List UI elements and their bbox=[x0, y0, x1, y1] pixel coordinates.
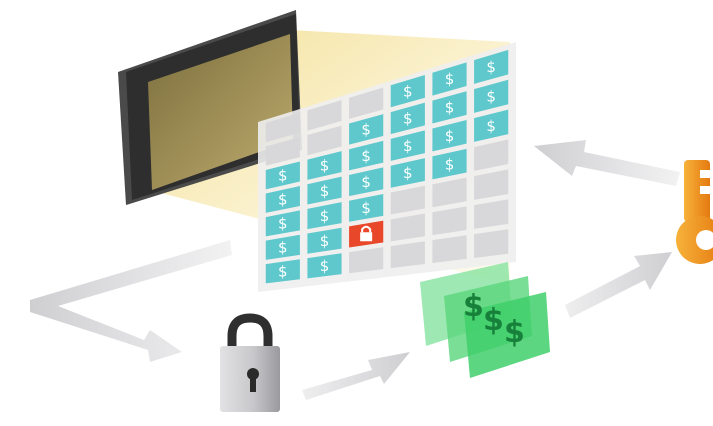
padlock-icon bbox=[220, 313, 280, 412]
money-symbol: $ bbox=[483, 303, 504, 338]
dollar-symbol: $ bbox=[278, 167, 288, 185]
dollar-symbol: $ bbox=[403, 137, 413, 155]
grid-cell-empty bbox=[265, 112, 300, 143]
dollar-symbol: $ bbox=[361, 199, 371, 217]
dollar-symbol: $ bbox=[486, 88, 496, 106]
dollar-symbol: $ bbox=[486, 58, 496, 76]
grid-cell-dollar bbox=[265, 185, 300, 213]
grid-cell-dollar bbox=[265, 259, 300, 284]
dollar-symbol: $ bbox=[403, 164, 413, 182]
key-icon bbox=[676, 160, 713, 264]
money-icon: $ $ $ bbox=[420, 262, 550, 378]
grid-cell-empty bbox=[474, 229, 509, 258]
dollar-symbol: $ bbox=[445, 99, 455, 117]
money-symbol: $ bbox=[504, 315, 525, 350]
grid-cell-dollar bbox=[349, 114, 384, 145]
dollar-symbol: $ bbox=[278, 263, 288, 281]
grid-cell-dollar bbox=[390, 130, 425, 161]
grid-cell-dollar bbox=[265, 161, 300, 190]
grid-cell-dollar bbox=[474, 79, 509, 113]
grid-cell-empty bbox=[349, 87, 384, 119]
dollar-symbol: $ bbox=[361, 147, 371, 165]
arrow-to-grid bbox=[534, 140, 680, 186]
dollar-symbol: $ bbox=[486, 117, 496, 135]
grid-cell-empty bbox=[349, 247, 384, 274]
grid-cell-dollar bbox=[432, 62, 467, 96]
dollar-symbol: $ bbox=[361, 121, 371, 139]
grid-cell-dollar bbox=[349, 193, 384, 222]
grid-cell-dollar bbox=[432, 91, 467, 124]
storage-grid: $ $ $ $ $ $ $ $ $ $ $ $ $ $ $ $ $ $ $ $ $ $ $ $ $ bbox=[265, 49, 509, 284]
grid-cell-dollar bbox=[349, 140, 384, 171]
dollar-symbol: $ bbox=[320, 257, 330, 275]
grid-cell-dollar bbox=[307, 227, 342, 254]
grid-cell-dollar bbox=[307, 176, 342, 205]
dollar-symbol: $ bbox=[278, 191, 288, 209]
dollar-symbol: $ bbox=[445, 155, 455, 173]
monitor-icon bbox=[118, 10, 302, 205]
grid-cell-dollar bbox=[474, 109, 509, 142]
dollar-symbol: $ bbox=[320, 232, 330, 250]
grid-cell-empty bbox=[474, 139, 509, 171]
grid-cell-empty bbox=[432, 177, 467, 208]
grid-cell-dollar bbox=[432, 148, 467, 180]
grid-cell-empty bbox=[307, 100, 342, 131]
arrow-to-money bbox=[302, 352, 410, 400]
grid-cell-empty bbox=[265, 137, 300, 166]
grid-cell-dollar bbox=[265, 234, 300, 260]
dollar-symbol: $ bbox=[403, 110, 413, 128]
grid-cell-dollar bbox=[349, 167, 384, 197]
lock-icon bbox=[360, 225, 373, 242]
grid-cell-dollar bbox=[390, 158, 425, 188]
dollar-symbol: $ bbox=[361, 173, 371, 191]
grid-cell-dollar bbox=[307, 202, 342, 230]
dollar-symbol: $ bbox=[320, 207, 330, 225]
dollar-symbol: $ bbox=[403, 82, 413, 100]
arrow-to-padlock bbox=[30, 240, 232, 362]
dollar-symbol: $ bbox=[320, 157, 330, 175]
grid-cell-empty bbox=[432, 206, 467, 236]
dollar-symbol: $ bbox=[445, 70, 455, 88]
dollar-symbol: $ bbox=[278, 215, 288, 233]
grid-cell-dollar bbox=[474, 49, 509, 84]
grid-cell-dollar bbox=[432, 120, 467, 152]
grid-cell-dollar bbox=[390, 102, 425, 135]
grid-cell-dollar bbox=[390, 74, 425, 108]
grid-cell-dollar bbox=[307, 253, 342, 279]
grid-cell-empty bbox=[307, 125, 342, 156]
grid-cell-dollar bbox=[265, 210, 300, 237]
grid-cell-empty bbox=[390, 185, 425, 215]
grid-cell-empty bbox=[432, 235, 467, 264]
dollar-symbol: $ bbox=[445, 127, 455, 145]
dollar-symbol: $ bbox=[320, 182, 330, 200]
grid-cell-empty bbox=[390, 213, 425, 242]
grid-cell-dollar bbox=[307, 151, 342, 180]
arrow-to-key bbox=[565, 252, 672, 318]
money-symbol: $ bbox=[463, 289, 484, 324]
grid-cell-empty bbox=[474, 199, 509, 229]
grid-cell-empty bbox=[474, 169, 509, 200]
grid-cell-empty bbox=[390, 241, 425, 269]
dollar-symbol: $ bbox=[278, 239, 288, 257]
